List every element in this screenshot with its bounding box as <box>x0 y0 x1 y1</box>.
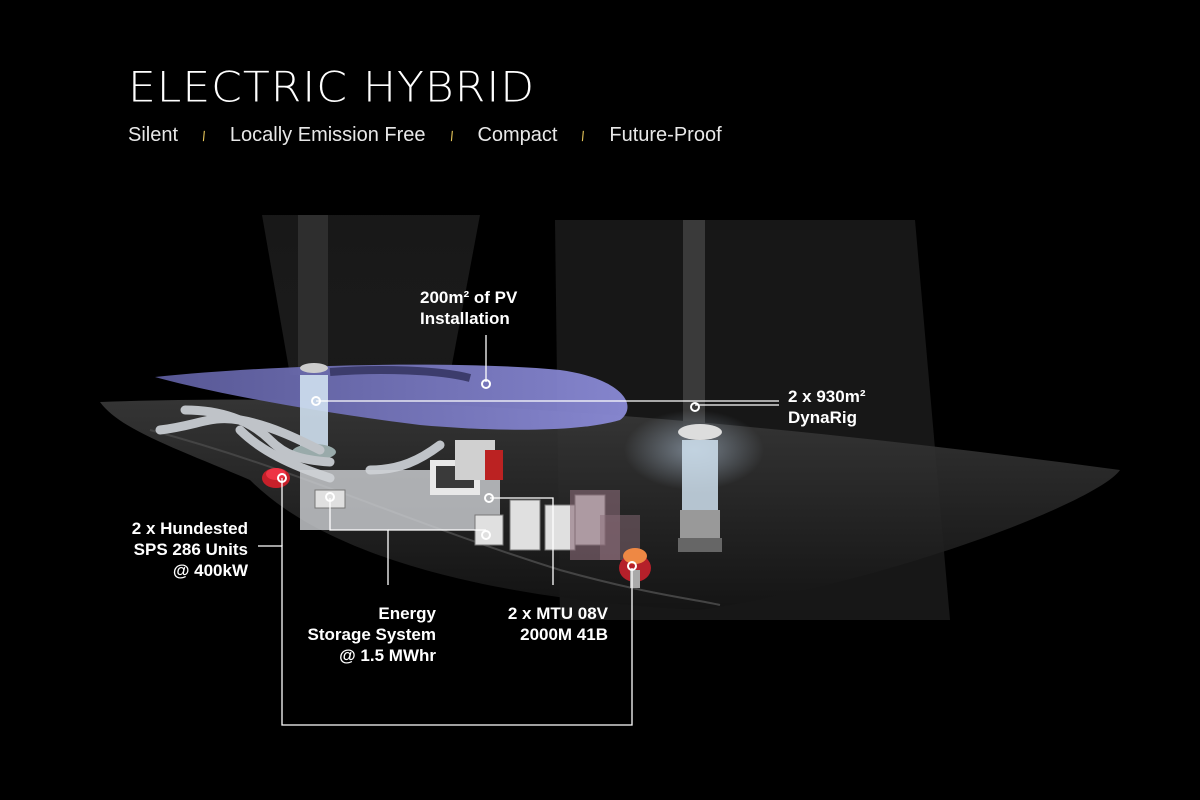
mast-aft-base <box>624 410 764 552</box>
callout-dynarig: 2 x 930m² DynaRig <box>788 386 866 428</box>
callout-ess-line3: @ 1.5 MWhr <box>339 646 436 665</box>
leader-hundested <box>258 545 633 726</box>
callout-ess: Energy Storage System @ 1.5 MWhr <box>290 603 437 666</box>
bolt-icon: \ <box>578 127 589 144</box>
callout-pv-line2: Installation <box>420 309 510 328</box>
leader-mtu <box>490 497 554 585</box>
tagline-item-future-proof: Future-Proof <box>609 124 722 146</box>
tagline-item-emission-free: Locally Emission Free <box>229 124 426 146</box>
callout-hundested-line2: SPS 286 Units <box>133 540 248 559</box>
bolt-icon: \ <box>446 127 457 144</box>
callout-pv-line1: 200m² of PV <box>420 288 518 307</box>
callout-hundested-line1: 2 x Hundested <box>131 519 248 538</box>
callout-dynarig-line1: 2 x 930m² <box>788 387 866 406</box>
bolt-icon: \ <box>199 127 209 144</box>
callout-mtu: 2 x MTU 08V 2000M 41B <box>478 603 608 645</box>
callout-hundested: 2 x Hundested SPS 286 Units @ 400kW <box>100 518 248 581</box>
callout-mtu-line1: 2 x MTU 08V <box>507 604 608 623</box>
leader-dots <box>277 379 700 571</box>
mast-fore-base <box>292 363 336 460</box>
masts <box>298 215 705 430</box>
tagline-item-silent: Silent <box>128 124 179 146</box>
tagline-item-compact: Compact <box>477 124 558 146</box>
callout-pv: 200m² of PV Installation <box>420 287 517 329</box>
page-title: ELECTRIC HYBRID <box>128 63 536 112</box>
leader-lines <box>258 335 779 726</box>
hundested-unit-fore <box>262 468 290 488</box>
leader-ess <box>329 498 389 585</box>
tagline: Silent \ Locally Emission Free \ Compact… <box>128 124 722 147</box>
callout-ess-line1: Energy <box>378 604 436 623</box>
callout-hundested-line3: @ 400kW <box>172 561 248 580</box>
callout-ess-line2: Storage System <box>307 625 437 644</box>
callout-mtu-line2: 2000M 41B <box>520 625 608 644</box>
callout-dynarig-line2: DynaRig <box>788 408 857 427</box>
pv-deck <box>155 364 628 430</box>
